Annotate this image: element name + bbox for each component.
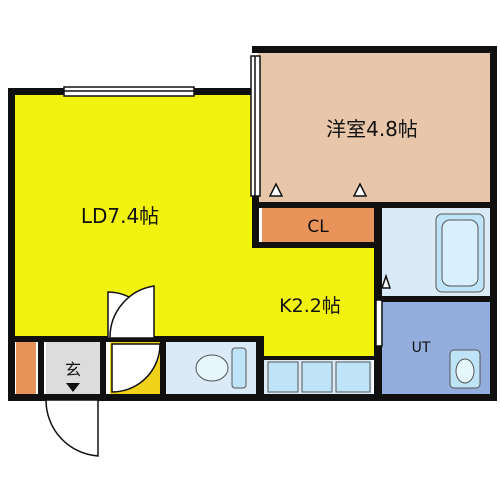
kitchen-stove-icon [301, 361, 333, 393]
wall-western-right [490, 46, 497, 400]
door-bath [380, 273, 392, 289]
wall-toilet-right [256, 336, 264, 398]
wall-kitchen-counter-top [262, 356, 376, 360]
kitchen-floor [254, 248, 376, 358]
label-ld: LD7.4帖 [81, 204, 159, 228]
toilet-bowl-icon [195, 354, 229, 382]
entrance-arrow-icon [66, 383, 80, 392]
door-hall-swing-2 [109, 285, 155, 339]
wall-bath-bottom [380, 296, 496, 302]
toilet-tank-icon [231, 347, 247, 389]
wall-western-top [252, 46, 496, 53]
wall-ld-bottom [8, 336, 260, 342]
wall-closet-bottom [258, 242, 380, 248]
wall-entrance-right [100, 336, 106, 398]
door-western-sliding-1 [268, 182, 284, 197]
wall-toilet-left [160, 336, 166, 398]
label-kitchen: K2.2帖 [279, 295, 341, 317]
label-entrance: 玄 [65, 360, 81, 379]
door-entrance-swing [45, 399, 99, 457]
washbasin-bowl [455, 358, 475, 384]
label-utility: UT [412, 340, 431, 356]
door-utility-slide [375, 299, 383, 347]
door-toilet-swing [111, 343, 161, 393]
kitchen-counter-icon [335, 361, 371, 393]
doors [45, 182, 392, 457]
closet-floor [262, 208, 374, 242]
bathtub-inner [441, 219, 479, 287]
wall-entrance-left [38, 336, 44, 398]
door-western-sliding-2 [352, 182, 368, 197]
wall-ld-left [8, 88, 15, 400]
wall-bottom [8, 394, 497, 401]
label-western: 洋室4.8帖 [326, 117, 418, 141]
label-closet: CL [307, 217, 329, 237]
wall-closet-right [374, 202, 382, 396]
kitchen-sink-icon [267, 361, 299, 393]
shoebox [16, 342, 36, 394]
fixtures [195, 213, 485, 393]
western-room-floor [258, 52, 490, 202]
windows [63, 55, 261, 197]
room-labels: LD7.4帖 洋室4.8帖 CL K2.2帖 UT 玄 [65, 117, 431, 379]
